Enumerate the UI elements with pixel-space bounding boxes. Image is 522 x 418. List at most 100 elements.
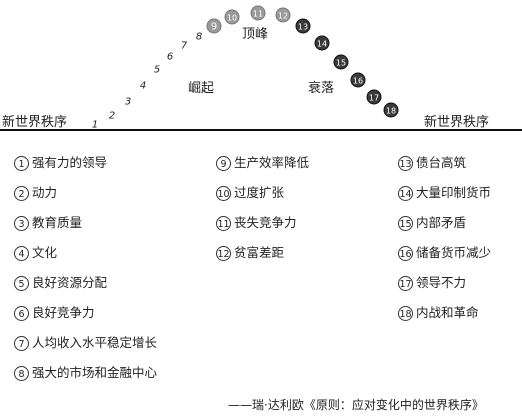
- legend-text: 人均收入水平稳定增长: [32, 335, 158, 350]
- curve-point-marker: [366, 89, 382, 105]
- legend-number: 2: [14, 185, 29, 201]
- legend-text: 贫富差距: [234, 245, 285, 260]
- curve-point-marker: [250, 5, 266, 21]
- legend-text: 领导不力: [416, 275, 467, 290]
- legend-text: 强大的市场和金融中心: [32, 365, 158, 380]
- curve-point-13: 13: [295, 18, 311, 34]
- legend-number: 10: [216, 185, 231, 201]
- legend-number: 17: [398, 275, 413, 291]
- curve-point-marker: [383, 102, 399, 118]
- curve-point-marker: [206, 18, 222, 34]
- curve-point-2: 2: [109, 111, 115, 122]
- legend-text: 良好竞争力: [32, 305, 95, 320]
- curve-point-number: 9: [211, 22, 217, 33]
- curve-point-18: 18: [383, 102, 399, 118]
- curve-point-7: 7: [181, 41, 188, 52]
- legend-number: 1: [14, 155, 29, 171]
- curve-point-1: 1: [92, 120, 98, 131]
- curve-point-marker: [350, 72, 366, 88]
- legend-text: 内战和革命: [416, 305, 479, 320]
- curve-point-number: 6: [167, 52, 173, 63]
- label-new-order-left: 新世界秩序: [2, 114, 67, 130]
- legend-number: 14: [398, 185, 413, 201]
- curve-point-number: 8: [196, 32, 202, 43]
- curve-point-5: 5: [154, 65, 160, 76]
- legend-text: 内部矛盾: [416, 215, 467, 230]
- curve-point-15: 15: [333, 54, 349, 70]
- legend-number: 7: [14, 335, 29, 351]
- curve-point-number: 16: [353, 77, 363, 86]
- curve-point-number: 2: [109, 111, 115, 122]
- legend-number: 16: [398, 245, 413, 261]
- curve-point-number: 1: [92, 120, 98, 131]
- curve-point-number: 14: [317, 40, 327, 49]
- legend-number: 12: [216, 245, 231, 261]
- legend-number: 18: [398, 305, 413, 321]
- curve-point-4: 4: [140, 81, 146, 92]
- legend-number: 4: [14, 245, 29, 261]
- curve-point-17: 17: [366, 89, 382, 105]
- curve-point-marker: [275, 7, 291, 23]
- legend-number: 5: [14, 275, 29, 291]
- label-rise: 崛起: [188, 81, 214, 96]
- legend-text: 大量印制货币: [416, 185, 492, 200]
- label-decline: 衰落: [308, 80, 334, 96]
- legend-text: 教育质量: [32, 215, 83, 230]
- legend-text: 储备货币减少: [416, 245, 492, 260]
- curve-point-3: 3: [125, 97, 131, 108]
- curve-point-9: 9: [206, 18, 222, 34]
- curve-point-14: 14: [314, 35, 330, 51]
- label-peak: 顶峰: [242, 27, 268, 42]
- legend-text: 动力: [32, 185, 58, 200]
- legend-text: 文化: [32, 245, 58, 260]
- legend-number: 3: [14, 215, 29, 231]
- legend-text: 良好资源分配: [32, 275, 108, 290]
- legend-number: 8: [14, 365, 29, 381]
- legend-number: 6: [14, 305, 29, 321]
- curve-point-number: 18: [386, 107, 396, 116]
- curve-point-number: 15: [336, 59, 346, 68]
- curve-point-16: 16: [350, 72, 366, 88]
- legend-text: 过度扩张: [234, 185, 285, 200]
- curve-point-number: 17: [369, 94, 379, 103]
- curve-point-10: 10: [224, 9, 240, 25]
- legend-text: 债台高筑: [416, 155, 467, 170]
- legend-number: 9: [216, 155, 231, 171]
- curve-point-11: 11: [250, 5, 266, 21]
- curve-point-number: 3: [125, 97, 131, 108]
- legend-text: 丧失竞争力: [234, 215, 297, 230]
- legend-number: 11: [216, 215, 231, 231]
- legend-number: 13: [398, 155, 413, 171]
- curve-point-number: 4: [140, 81, 146, 92]
- curve-point-marker: [224, 9, 240, 25]
- curve-point-12: 12: [275, 7, 291, 23]
- curve-point-number: 12: [278, 12, 288, 21]
- label-new-order-right: 新世界秩序: [424, 114, 489, 130]
- curve-point-number: 11: [253, 10, 263, 19]
- curve-point-6: 6: [167, 52, 173, 63]
- curve-point-marker: [314, 35, 330, 51]
- curve-point-number: 5: [154, 65, 160, 76]
- curve-point-number: 7: [181, 41, 188, 52]
- legend-number: 15: [398, 215, 413, 231]
- curve-point-marker: [295, 18, 311, 34]
